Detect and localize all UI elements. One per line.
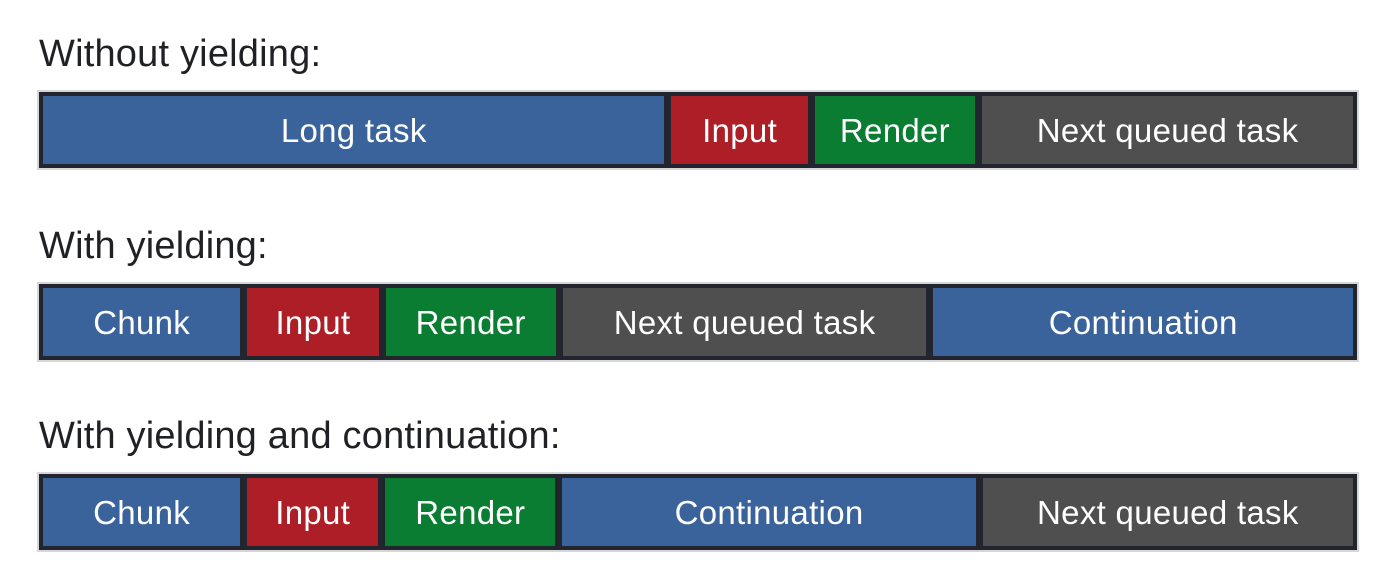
segment-chunk: Chunk xyxy=(43,478,241,546)
segment-render: Render xyxy=(814,96,976,164)
segment-continuation: Continuation xyxy=(562,478,976,546)
timeline-bar-with-yielding: Chunk Input Render Next queued task Cont… xyxy=(37,282,1359,362)
segment-next-queued-task: Next queued task xyxy=(562,288,927,356)
timeline-row-with-yielding: With yielding: Chunk Input Render Next q… xyxy=(37,222,1359,362)
segment-continuation: Continuation xyxy=(933,288,1353,356)
segment-long-task: Long task xyxy=(43,96,665,164)
timeline-bar-without-yielding: Long task Input Render Next queued task xyxy=(37,90,1359,170)
segment-input: Input xyxy=(671,96,808,164)
segment-input: Input xyxy=(247,288,379,356)
row-title-with-yielding-and-continuation: With yielding and continuation: xyxy=(39,415,561,457)
row-title-with-yielding: With yielding: xyxy=(39,225,268,267)
timeline-row-with-yielding-and-continuation: With yielding and continuation: Chunk In… xyxy=(37,412,1359,552)
segment-next-queued-task: Next queued task xyxy=(982,96,1353,164)
timeline-bar-with-yielding-and-continuation: Chunk Input Render Continuation Next que… xyxy=(37,472,1359,552)
segment-chunk: Chunk xyxy=(43,288,241,356)
segment-render: Render xyxy=(385,288,556,356)
row-title-without-yielding: Without yielding: xyxy=(39,33,322,75)
segment-next-queued-task: Next queued task xyxy=(982,478,1353,546)
segment-input: Input xyxy=(247,478,379,546)
segment-render: Render xyxy=(385,478,556,546)
timeline-row-without-yielding: Without yielding: Long task Input Render… xyxy=(37,30,1359,170)
